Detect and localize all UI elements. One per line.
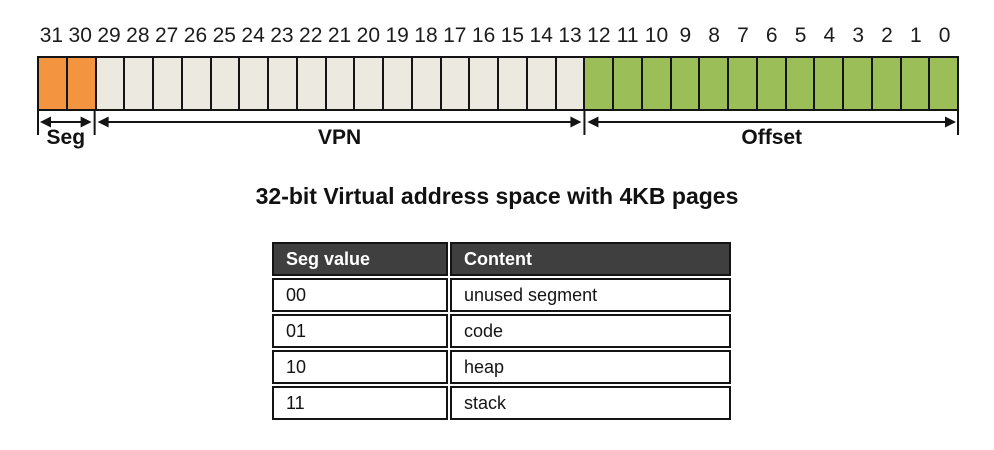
bit-number: 13: [558, 24, 582, 47]
bit-number: 10: [644, 24, 669, 47]
bit-number: 7: [737, 24, 749, 47]
bit-cell: [614, 58, 643, 109]
bit-cell: [384, 58, 413, 109]
bit-cell: [182, 58, 212, 109]
bit-cell: [67, 58, 97, 109]
bit-number: 20: [356, 24, 381, 47]
bit-number: 24: [241, 24, 265, 47]
bit-cell: [240, 58, 269, 109]
field-labels: Seg VPN Offset: [37, 125, 959, 153]
bit-cell: [154, 58, 183, 109]
bit-cell: [930, 58, 957, 109]
bit-cell: [412, 58, 442, 109]
bit-cell: [815, 58, 844, 109]
bit-number: 27: [154, 24, 179, 47]
bit-cell: [527, 58, 557, 109]
bit-cell: [211, 58, 241, 109]
table-cell: heap: [450, 350, 731, 384]
bit-number: 9: [679, 24, 692, 47]
bit-cell: [556, 58, 586, 109]
bit-cell: [585, 58, 614, 109]
bit-number: 29: [97, 24, 121, 47]
bit-number: 30: [68, 24, 92, 47]
table-cell: unused segment: [450, 278, 731, 312]
bit-cell: [757, 58, 787, 109]
bit-number: 0: [938, 24, 951, 47]
table-header-cell: Content: [450, 242, 731, 276]
bit-number: 5: [794, 24, 807, 47]
bit-number: 4: [823, 24, 836, 47]
bit-cell: [125, 58, 154, 109]
bit-cell: [901, 58, 931, 109]
bit-number: 6: [765, 24, 778, 47]
bit-number: 23: [270, 24, 294, 47]
bit-cell: [671, 58, 701, 109]
arrowhead: [587, 116, 599, 128]
bit-cell: [355, 58, 384, 109]
bit-number: 2: [881, 24, 893, 47]
bit-number: 31: [39, 24, 64, 47]
bit-number: 26: [183, 24, 208, 47]
bit-cell: [844, 58, 873, 109]
table-cell: code: [450, 314, 731, 348]
arrowhead: [80, 116, 92, 128]
table-cell: stack: [450, 386, 731, 420]
arrowhead: [97, 116, 109, 128]
bit-number: 12: [587, 24, 611, 47]
bit-number: 22: [299, 24, 323, 47]
arrowhead: [570, 116, 582, 128]
bit-number: 1: [909, 24, 922, 47]
bit-cell: [470, 58, 499, 109]
bit-number: 28: [126, 24, 150, 47]
bit-cell: [39, 58, 68, 109]
bit-cell: [642, 58, 672, 109]
arrowhead: [945, 116, 956, 128]
bit-number: 3: [852, 24, 864, 47]
bit-cell: [269, 58, 298, 109]
field-label-vpn: VPN: [317, 126, 362, 149]
field-label-offset: Offset: [741, 126, 803, 149]
bit-cells-row: [37, 56, 959, 111]
bit-cell: [441, 58, 471, 109]
bit-number: 21: [327, 24, 352, 47]
table-cell: 11: [272, 386, 448, 420]
bit-cell: [786, 58, 816, 109]
field-label-seg: Seg: [46, 126, 86, 149]
bit-number: 11: [616, 24, 639, 47]
bit-number: 19: [385, 24, 409, 47]
table-cell: 00: [272, 278, 448, 312]
bit-number: 18: [414, 24, 438, 47]
bit-cell: [872, 58, 902, 109]
table-cell: 10: [272, 350, 448, 384]
bit-cell: [729, 58, 758, 109]
bit-cell: [96, 58, 126, 109]
bit-cell: [297, 58, 327, 109]
bit-cell: [326, 58, 356, 109]
bit-cell: [700, 58, 729, 109]
field-arrows-svg: [37, 111, 959, 135]
bit-number: 16: [471, 24, 496, 47]
diagram-title: 32-bit Virtual address space with 4KB pa…: [255, 183, 739, 209]
bit-cell: [499, 58, 528, 109]
bit-number: 17: [443, 24, 467, 47]
table-header-cell: Seg value: [272, 242, 448, 276]
bit-number: 8: [708, 24, 720, 47]
bit-number: 25: [212, 24, 236, 47]
bit-number: 15: [500, 24, 525, 47]
table-cell: 01: [272, 314, 448, 348]
arrowhead: [40, 116, 51, 128]
bit-number: 14: [529, 24, 553, 47]
